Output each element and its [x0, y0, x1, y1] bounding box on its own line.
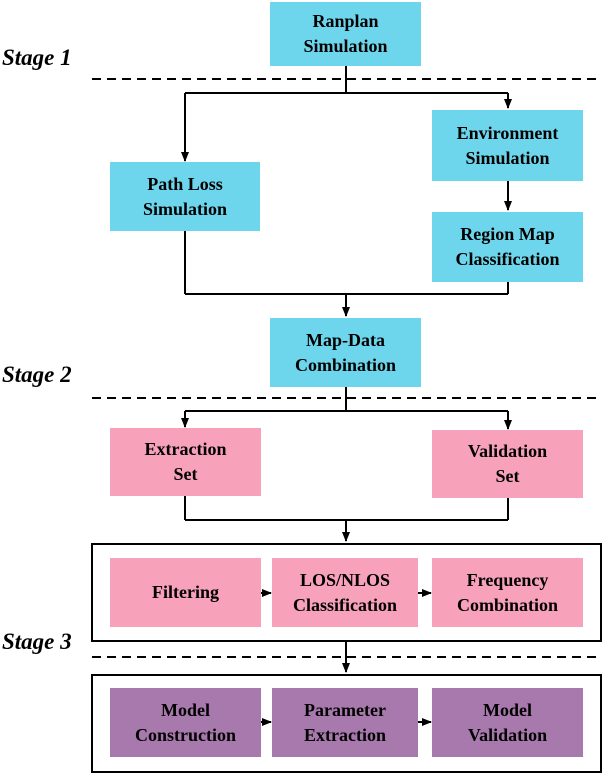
parameter-extraction-node: Parameter Extraction — [272, 688, 418, 757]
frequency-combination-label: Frequency Combination — [456, 569, 559, 615]
map-data-combination-label: Map-Data Combination — [294, 329, 397, 375]
model-validation-label: Model Validation — [467, 699, 548, 745]
model-construction-label: Model Construction — [134, 699, 236, 745]
ranplan-simulation-label: Ranplan Simulation — [303, 11, 388, 56]
stage-2-label: Stage 2 — [2, 362, 72, 387]
frequency-combination-node: Frequency Combination — [432, 558, 583, 627]
ranplan-simulation-node: Ranplan Simulation — [270, 2, 421, 66]
region-map-classification-label: Region Map Classification — [455, 224, 560, 269]
model-construction-node: Model Construction — [110, 688, 261, 757]
environment-simulation-label: Environment Simulation — [456, 122, 559, 168]
path-loss-simulation-node: Path Loss Simulation — [110, 162, 260, 231]
stage-3-label: Stage 3 — [2, 629, 72, 654]
filtering-label: Filtering — [152, 582, 219, 602]
processing-frame — [91, 543, 602, 642]
path-loss-simulation-label: Path Loss Simulation — [142, 173, 228, 219]
stage-1-label: Stage 1 — [2, 45, 72, 70]
parameter-extraction-label: Parameter Extraction — [304, 699, 386, 745]
validation-set-label: Validation Set — [467, 441, 548, 486]
filtering-node: Filtering — [110, 558, 261, 627]
modeling-frame — [91, 674, 602, 773]
los-nlos-classification-label: LOS/NLOS Classification — [292, 569, 397, 615]
environment-simulation-node: Environment Simulation — [432, 110, 583, 181]
extraction-set-label: Extraction Set — [144, 439, 227, 484]
region-map-classification-node: Region Map Classification — [432, 212, 583, 282]
validation-set-node: Validation Set — [432, 430, 583, 498]
map-data-combination-node: Map-Data Combination — [270, 318, 421, 387]
extraction-set-node: Extraction Set — [110, 428, 261, 496]
los-nlos-classification-node: LOS/NLOS Classification — [272, 558, 418, 627]
model-validation-node: Model Validation — [432, 688, 583, 757]
